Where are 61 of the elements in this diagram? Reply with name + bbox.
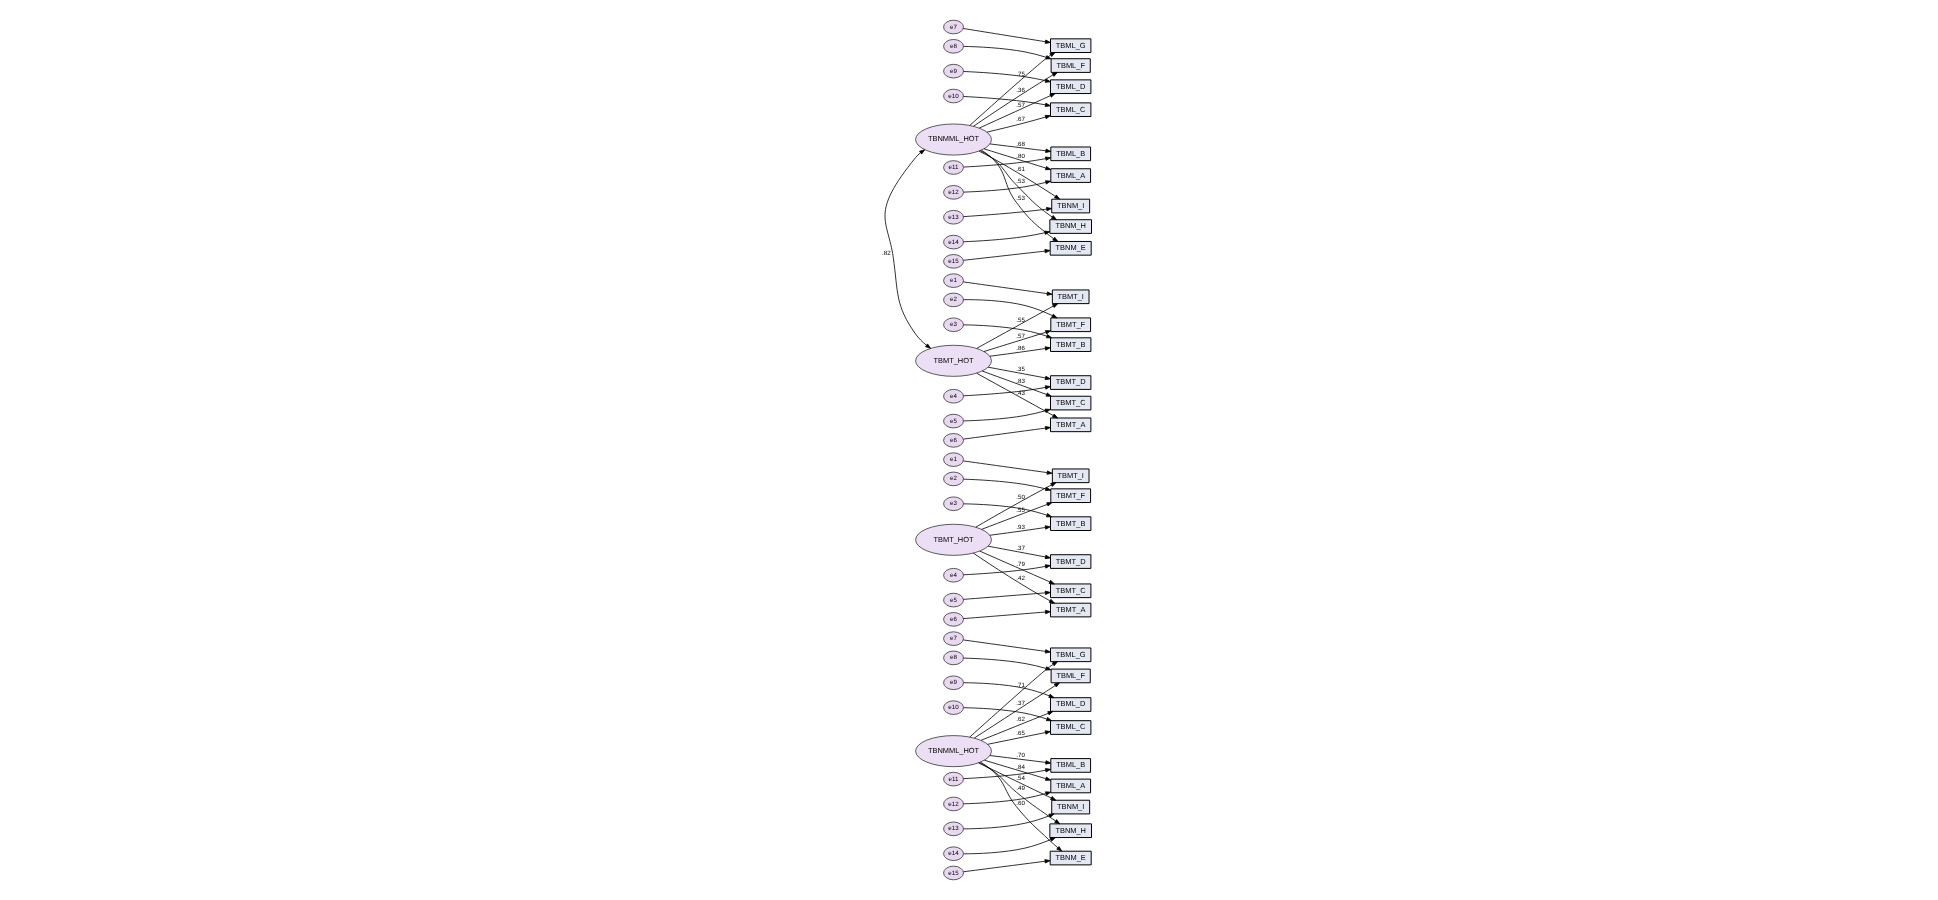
- arrow: [986, 545, 1050, 560]
- arrow: [962, 460, 1052, 475]
- arrow: [962, 768, 1051, 780]
- arrow: [988, 525, 1050, 536]
- arrow: [983, 759, 1051, 781]
- arrow: [968, 52, 1055, 126]
- arrow: [980, 502, 1052, 530]
- arrow: [979, 761, 1062, 852]
- arrow: [962, 859, 1050, 873]
- arrow: [962, 156, 1051, 168]
- arrow: [962, 46, 1051, 60]
- arrow: [962, 281, 1052, 296]
- arrow: [883, 149, 930, 349]
- arrow: [972, 72, 1057, 127]
- arrow: [988, 346, 1050, 357]
- arrow: [962, 230, 1050, 243]
- arrow: [962, 707, 1052, 722]
- arrow: [982, 330, 1051, 352]
- arrow: [974, 482, 1056, 528]
- arrow: [986, 366, 1050, 381]
- arrow: [979, 149, 1058, 242]
- arrow: [980, 370, 1051, 397]
- arrow: [962, 791, 1051, 805]
- arrow: [988, 755, 1051, 765]
- arrow: [962, 426, 1050, 440]
- arrow: [962, 207, 1052, 218]
- arrow: [972, 682, 1059, 739]
- arrow: [962, 249, 1050, 261]
- arrow: [962, 478, 1051, 491]
- arrow: [962, 503, 1052, 518]
- arrow: [978, 150, 1056, 221]
- arrow: [962, 657, 1051, 671]
- arrow: [962, 71, 1050, 83]
- arrow: [962, 299, 1057, 319]
- arrow: [961, 28, 1050, 44]
- arrow: [968, 661, 1057, 738]
- arrow: [962, 564, 1050, 576]
- arrow: [975, 372, 1058, 419]
- arrow: [986, 730, 1050, 745]
- arrow: [962, 324, 1052, 339]
- arrow: [979, 710, 1053, 741]
- arrow: [988, 143, 1051, 153]
- arrow: [962, 180, 1051, 193]
- arrow: [977, 762, 1060, 825]
- arrow: [978, 550, 1054, 585]
- arrow: [962, 609, 1050, 620]
- arrow: [975, 303, 1058, 349]
- arrow: [962, 408, 1050, 422]
- arrow: [962, 837, 1055, 855]
- arrow: [971, 552, 1054, 604]
- arrow: [977, 93, 1055, 129]
- arrow: [962, 385, 1050, 397]
- arrow: [962, 813, 1054, 830]
- arrow: [977, 762, 1056, 801]
- arrow: [977, 150, 1059, 200]
- arrow: [982, 148, 1051, 171]
- arrow: [962, 96, 1050, 107]
- arrow: [962, 639, 1050, 654]
- arrow: [962, 682, 1054, 699]
- arrow: [985, 114, 1050, 133]
- arrow: [962, 590, 1050, 600]
